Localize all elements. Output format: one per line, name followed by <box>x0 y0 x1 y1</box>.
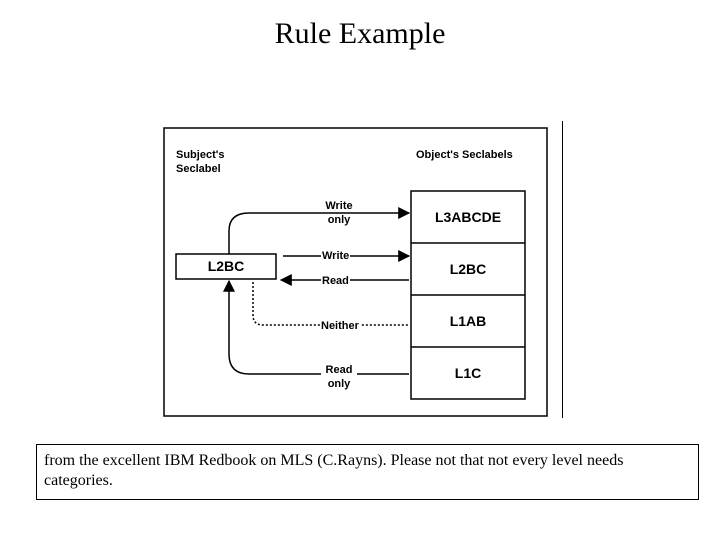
object-seclabel-l3abcde: L3ABCDE <box>434 209 502 225</box>
caption-box: from the excellent IBM Redbook on MLS (C… <box>36 444 699 500</box>
neither-path <box>252 282 409 326</box>
read-only-arrow <box>223 279 409 375</box>
object-seclabel-l1c: L1C <box>454 365 482 381</box>
slide-title: Rule Example <box>274 17 446 50</box>
rule-diagram: Subject's Seclabel Object's Seclabels L2… <box>163 127 548 417</box>
subject-box <box>175 253 277 280</box>
write-only-arrow <box>228 207 411 254</box>
read-label: Read <box>321 274 350 288</box>
write-only-label: Write only <box>325 200 353 226</box>
object-seclabel-l2bc: L2BC <box>449 261 487 277</box>
subject-header: Subject's Seclabel <box>176 149 225 175</box>
object-header: Object's Seclabels <box>416 149 513 161</box>
object-seclabel-l1ab: L1AB <box>449 313 487 329</box>
neither-label: Neither <box>320 319 360 333</box>
divider-line <box>562 121 563 418</box>
read-only-label: Read only <box>321 363 357 391</box>
write-label: Write <box>321 249 351 263</box>
subject-seclabel: L2BC <box>207 258 245 274</box>
